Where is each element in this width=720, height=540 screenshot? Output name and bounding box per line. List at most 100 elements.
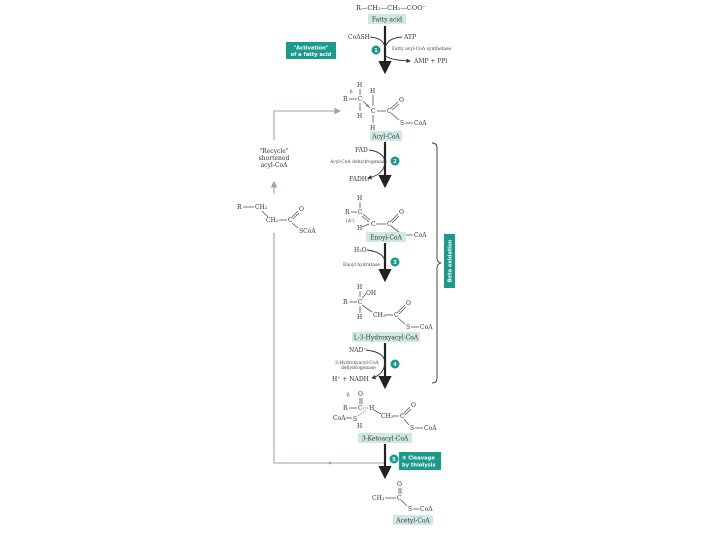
atom-c-alpha: C — [371, 108, 376, 115]
amp-ppi-label: AMP + PPi — [413, 58, 447, 65]
hydroxyacyl-coa-structure: H OH R C CH₂ H C O S CoA — [343, 284, 433, 331]
ketoacyl-coa-label-bg — [358, 433, 412, 443]
atom-s: S — [406, 324, 410, 331]
acyl-coa-label: Acyl-CoA — [371, 134, 400, 141]
ketoacyl-coa-structure: β O R C H CoA S CH₂ C O S CoA H — [333, 391, 437, 432]
step-1-number: 1 — [374, 48, 378, 54]
atom-s: S — [400, 120, 404, 127]
nadh-label: H⁺ + NADH — [332, 376, 369, 383]
atom-o: O — [411, 402, 416, 409]
coa-group: CoA — [424, 425, 437, 432]
atom-h: H — [370, 125, 375, 132]
atom-o: O — [399, 97, 404, 104]
atom-ch2: CH₂ — [381, 413, 394, 420]
atom-h: H — [357, 82, 362, 89]
cleavage-box-line1: ⑤ Cleavage — [402, 456, 435, 462]
atom-ch2: CH₂ — [266, 217, 279, 224]
step-1-marker — [371, 45, 381, 55]
atom-o: O — [397, 481, 402, 488]
atom-c-beta: C — [358, 96, 363, 103]
acetyl-coa-structure: O CH₃ C S CoA — [372, 481, 433, 513]
fatty-acid-label: Fatty acid — [372, 17, 402, 24]
step-2-marker — [390, 156, 400, 166]
atom-c: C — [371, 221, 376, 228]
cleavage-box-line2: by thiolysis — [402, 463, 436, 469]
atom-h: H — [357, 195, 362, 202]
activation-box — [286, 42, 336, 59]
atom-r: R — [343, 405, 348, 412]
atom-h: H — [357, 113, 362, 120]
step4-enzyme-line1: 3-Hydroxyacyl-CoA — [335, 360, 380, 366]
scoa-group: SCoA — [299, 228, 316, 235]
atom-ch3: CH₃ — [372, 495, 385, 502]
atom-c-carbonyl: C — [387, 108, 392, 115]
fadh2-label: FADH₂ — [349, 176, 370, 183]
coash-arrow — [369, 36, 386, 49]
atom-h: H — [369, 405, 374, 412]
step3-enzyme: Enoyl hydratase — [343, 262, 380, 268]
atp-label: ATP — [403, 34, 416, 41]
atom-o: O — [406, 300, 411, 307]
beta-oxidation-box — [444, 234, 455, 288]
atom-o: O — [358, 391, 363, 398]
atom-r: R — [237, 204, 242, 211]
coa-group: CoA — [414, 232, 427, 239]
shortened-acyl-coa-structure: R CH₂ CH₂ C O SCoA — [237, 204, 316, 235]
coa-group: CoA — [420, 324, 433, 331]
activation-box-line2: of a fatty acid — [291, 52, 332, 58]
beta-oxidation-label: Beta oxidation — [448, 239, 454, 282]
nad-arrow — [365, 349, 386, 380]
atom-o: O — [299, 206, 304, 213]
atom-h: H — [357, 314, 362, 321]
activation-enzyme: Fatty acyl-CoA synthetase — [392, 46, 452, 52]
h2o-label: H₂O — [354, 247, 367, 254]
atom-c-carbonyl: C — [400, 413, 405, 420]
atom-oh: OH — [366, 290, 376, 297]
fad-arrow — [367, 149, 386, 180]
recycle-note-line1: "Recycle" — [259, 148, 288, 155]
atom-c-carbonyl: C — [394, 312, 399, 319]
hydroxyacyl-coa-label-bg — [352, 332, 420, 342]
coash-label: CoASH — [348, 34, 370, 41]
recycle-line-lower — [273, 233, 384, 464]
activation-box-line1: "Activation" — [293, 46, 328, 52]
atom-h: H — [357, 284, 362, 291]
step-3-number: 3 — [393, 260, 397, 266]
step-2-number: 2 — [393, 159, 397, 165]
recycle-marker-dot — [328, 461, 332, 465]
atom-c-carbonyl: C — [288, 217, 293, 224]
fad-label: FAD — [355, 147, 368, 154]
atom-h: H — [357, 225, 362, 232]
fatty-acid-label-bg — [368, 14, 406, 24]
acetyl-coa-label: Acetyl-CoA — [395, 518, 430, 525]
atom-r: R — [345, 209, 350, 216]
coa-group: CoA — [333, 415, 346, 422]
atom-s: S — [410, 425, 414, 432]
atom-c-carbonyl: C — [397, 495, 402, 502]
atom-ch2: CH₂ — [373, 312, 386, 319]
atom-c: C — [358, 209, 363, 216]
step2-enzyme: Acyl-CoA dehydrogenase — [329, 159, 387, 165]
enoyl-coa-label-bg — [366, 232, 406, 242]
step-3-marker — [390, 257, 400, 267]
atom-c-keto: C — [358, 405, 363, 412]
recycle-note-line3: acyl-CoA — [261, 162, 288, 169]
coa-group: CoA — [414, 120, 427, 127]
cleavage-box — [399, 452, 441, 470]
h2o-arrow — [366, 249, 386, 263]
recycle-note-line2: shortened — [259, 155, 290, 162]
beta-label: β — [347, 392, 350, 398]
recycle-line-upper — [273, 107, 342, 140]
step-5-number: 5 — [392, 457, 396, 463]
acyl-coa-label-bg — [370, 131, 402, 141]
beta-label: β — [350, 89, 353, 95]
nad-label: NAD⁺ — [349, 347, 367, 354]
atom-s: S — [353, 416, 357, 423]
beta-oxidation-bracket — [431, 142, 442, 384]
atom-c: C — [358, 299, 363, 306]
step-4-number: 4 — [393, 362, 397, 368]
atom-o: O — [399, 209, 404, 216]
atom-h: H — [357, 423, 362, 430]
atom-h: H — [370, 88, 375, 95]
